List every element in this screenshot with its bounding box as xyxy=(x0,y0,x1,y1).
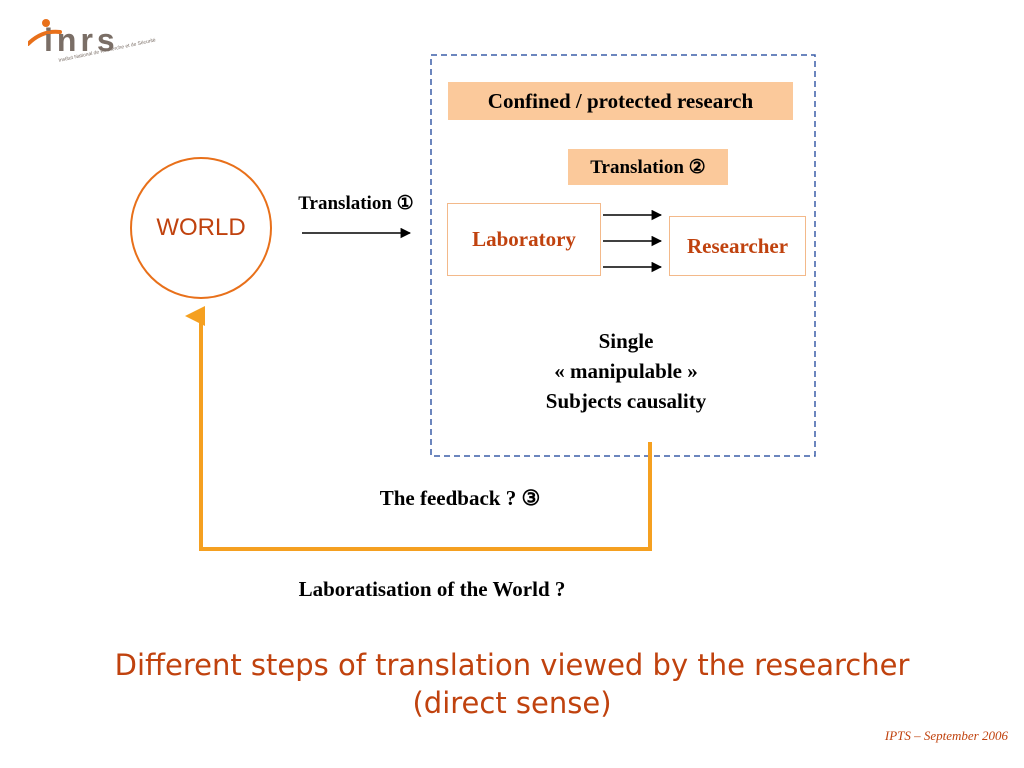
world-circle xyxy=(130,157,272,299)
feedback-arrow xyxy=(185,306,652,551)
inrs-logo: inrs Institut National de Recherche et d… xyxy=(28,16,178,82)
single-line-1: Single xyxy=(598,329,654,353)
single-line-2: « manipulable » xyxy=(554,359,698,383)
researcher-box: Researcher xyxy=(669,216,806,276)
single-causality-label: Single « manipulable » Subjects causalit… xyxy=(500,326,752,418)
footer-note: IPTS – September 2006 xyxy=(884,728,1008,743)
translation-1-label: Translation ① xyxy=(298,192,414,214)
confined-research-frame xyxy=(430,54,816,457)
slide-title-line-1: Different steps of translation viewed by… xyxy=(114,648,910,682)
world-label: WORLD xyxy=(156,214,246,241)
logo-wordmark: inrs xyxy=(44,22,119,58)
laboratory-box: Laboratory xyxy=(447,203,601,276)
slide-title-line-2: (direct sense) xyxy=(412,686,612,720)
feedback-label: The feedback ? ③ xyxy=(379,485,541,510)
confined-research-label: Confined / protected research xyxy=(448,82,793,120)
laboratisation-label: Laboratisation of the World ? xyxy=(298,576,566,601)
logo-swoosh-icon xyxy=(28,29,62,46)
single-line-3: Subjects causality xyxy=(545,389,707,413)
translation-2-label: Translation ② xyxy=(568,149,728,185)
slide-title: Different steps of translation viewed by… xyxy=(60,646,964,722)
logo-dot-icon xyxy=(42,19,50,27)
